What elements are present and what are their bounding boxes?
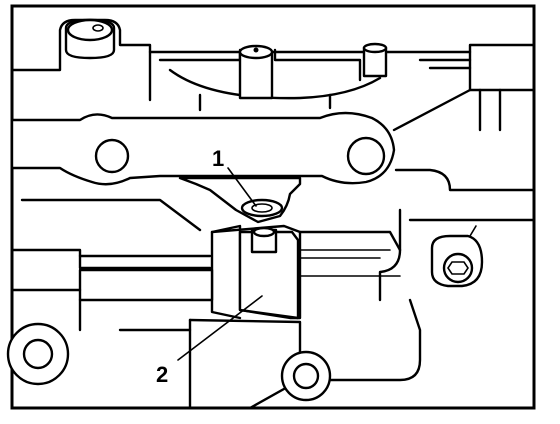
guide-block [210,224,302,320]
boss-lower-center [280,350,332,402]
callout-1: 1 [212,146,224,171]
upper-housing [10,18,536,132]
stud-top-center [238,44,274,100]
left-rails [10,198,402,302]
boss-top-left [64,18,116,60]
mounting-bar [10,111,396,186]
bracket-assembly [178,176,302,224]
lower-housing [78,298,302,410]
leader-lines [177,167,263,361]
boss-lower-left [6,322,70,386]
leader-line-2 [177,295,263,361]
leader-line-1 [227,167,257,207]
stud-top-right [362,42,388,78]
callout-2: 2 [156,362,168,387]
bolt-right [430,225,484,288]
